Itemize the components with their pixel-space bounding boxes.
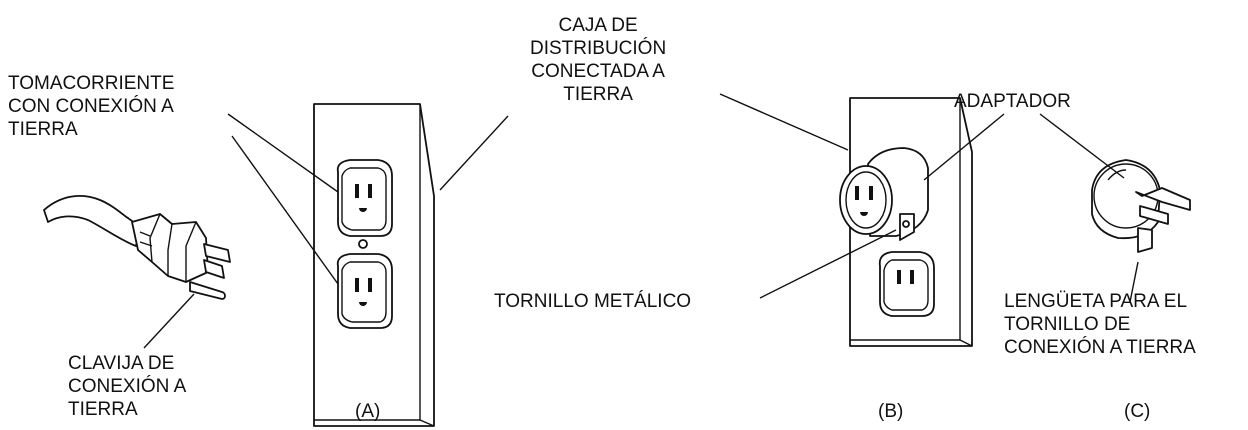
label-grounded-box: CAJA DE DISTRIBUCIÓN CONECTADA A TIERRA — [530, 15, 667, 105]
label-metal-screw: TORNILLO METÁLICO — [494, 291, 692, 312]
label-ground-pin: CLAVIJA DE CONEXIÓN A TIERRA — [68, 353, 187, 420]
figure-letter-b: (B) — [878, 401, 904, 422]
outlet-plate-with-adapter — [839, 97, 973, 347]
three-prong-plug — [43, 195, 231, 300]
duplex-outlet-plate — [313, 103, 435, 427]
label-ground-tab: LENGÜETA PARA EL TORNILLO DE CONEXIÓN A … — [1004, 291, 1196, 358]
label-adapter: ADAPTADOR — [954, 91, 1071, 112]
leader-lines — [143, 93, 1139, 349]
figure-letter-c: (C) — [1124, 401, 1151, 422]
figure-letter-a: (A) — [355, 401, 381, 422]
label-grounded-outlet: TOMACORRIENTE CON CONEXIÓN A TIERRA — [8, 73, 175, 140]
grounding-adapter — [1091, 159, 1191, 253]
